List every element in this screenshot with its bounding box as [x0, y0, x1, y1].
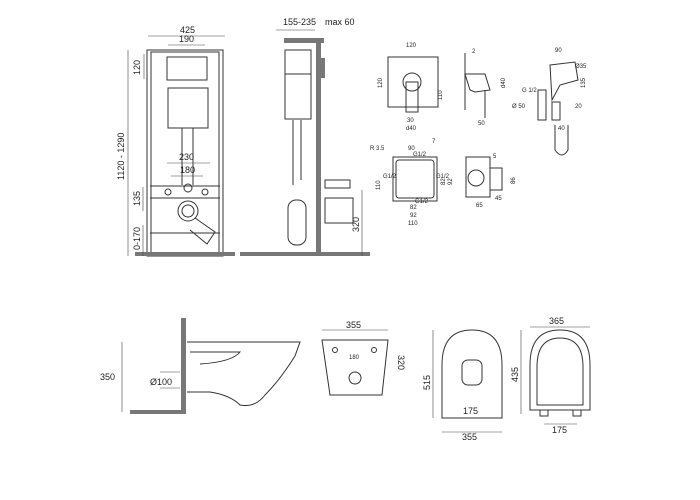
dim-box-height: 110	[376, 180, 382, 190]
dim-lever-width: 30	[407, 118, 414, 124]
box-thread-bottom: G1/2	[415, 199, 429, 205]
bowl-top-view: 515 175 355	[422, 329, 503, 442]
box-thread-left: G1/2	[383, 174, 397, 180]
dim-seat-width: 365	[549, 316, 564, 326]
box-thread-top: G1/2	[413, 152, 427, 158]
dim-drain-diameter: Ø100	[150, 377, 172, 387]
dim-outer-spacing: 230	[179, 152, 194, 162]
dim-box-angle: 7	[432, 139, 436, 145]
dim-box-radius: R 3.5	[370, 146, 385, 152]
dim-shower-angle: 20	[575, 104, 582, 110]
dim-box-side-width: 65	[476, 203, 483, 209]
dim-body-diameter: d40	[501, 77, 507, 88]
dim-seat-length: 435	[510, 367, 520, 382]
dim-plate-width: 120	[406, 43, 417, 49]
dim-box-bottom3: 110	[408, 221, 418, 227]
dim-panel-height: 120	[132, 60, 142, 75]
dim-box-side-height: 86	[511, 177, 517, 184]
hygienic-shower-view: 90 Ø35 135 G 1/2 Ø 50 40 20	[512, 48, 587, 156]
concealed-box-side: 5 86 65 45	[465, 154, 517, 209]
mixer-front-view: 120 120 110 30 d40	[378, 43, 444, 132]
dim-box-bottom1: 82	[410, 205, 417, 211]
dim-top-width: 355	[462, 432, 477, 442]
dim-outlet-height: 135	[132, 191, 142, 206]
dim-box-inner1: 82	[441, 178, 447, 185]
dim-seat-hinges: 175	[552, 425, 567, 435]
concealed-box-front: R 3.5 90 7 G1/2 G1/2 G1/2 G1/2 110 82 92…	[370, 139, 454, 227]
dim-top-length: 515	[422, 375, 432, 390]
frame-side-view: 155-235 max 60 320	[240, 17, 370, 256]
dim-box-gap: 5	[493, 154, 497, 160]
dim-panel-width: 190	[179, 34, 194, 44]
dim-shower-thread: G 1/2	[522, 88, 537, 94]
dim-height-range: 1120 - 1290	[116, 133, 126, 180]
dim-mixer-depth: 50	[478, 121, 485, 127]
dim-adjust: 0-170	[132, 227, 142, 250]
dim-drain-height: 320	[351, 217, 361, 232]
dim-lever-height: 110	[438, 90, 444, 100]
dim-shower-width: 90	[555, 48, 562, 54]
dim-plate-thickness: 2	[472, 49, 476, 55]
box-thread-right: G1/2	[436, 174, 450, 180]
dim-shower-height: 135	[581, 77, 587, 88]
dim-box-bottom2: 92	[410, 213, 417, 219]
dim-back-height: 320	[396, 355, 406, 370]
dim-back-holes: 180	[349, 355, 360, 361]
bowl-back-view: 355 180 320	[321, 320, 406, 396]
dim-top-inner: 175	[463, 406, 478, 416]
dim-shower-diameter: Ø35	[575, 64, 587, 70]
frame-front-view: 425 190 120 1120 - 1290 230 180 135 0-17…	[116, 25, 235, 257]
dim-box-top: 90	[408, 146, 415, 152]
dim-shower-flange: Ø 50	[512, 104, 526, 110]
dim-plate-height: 120	[378, 77, 384, 88]
dim-shower-bottom: 40	[558, 126, 565, 132]
dim-frame-width: 425	[180, 25, 195, 35]
seat-top-view: 365 435 175	[510, 316, 591, 435]
mixer-side-view: 2 d40 50	[464, 49, 507, 127]
dim-side-max: max 60	[325, 17, 355, 27]
dim-back-width: 355	[346, 320, 361, 330]
dim-inner-spacing: 180	[180, 165, 195, 175]
dim-box-side-depth: 45	[495, 196, 502, 202]
dim-box-inner2: 92	[448, 178, 454, 185]
bowl-side-view: 350 Ø100	[100, 318, 301, 414]
dim-side-depth: 155-235	[283, 17, 316, 27]
dim-bowl-height: 350	[100, 372, 115, 382]
dim-lever-diameter: d40	[406, 126, 417, 132]
